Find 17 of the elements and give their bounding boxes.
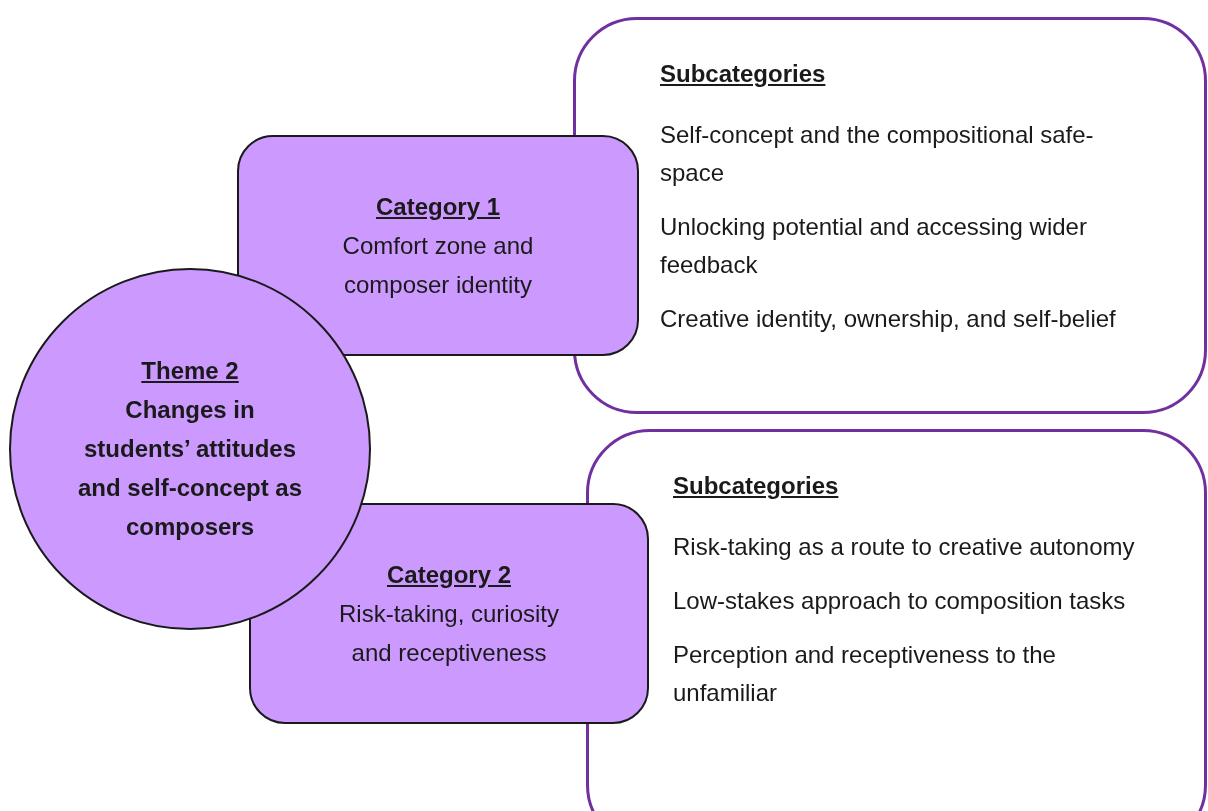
heading: Category 1 (375, 191, 500, 222)
heading: Subcategories (673, 471, 839, 501)
subcategory-box (573, 17, 1207, 414)
subcategory-box (586, 429, 1207, 811)
subcategory-text: Self-concept and the compositional safe-space (660, 120, 1095, 188)
subcategory-text: Low-stakes approach to composition tasks (673, 586, 1127, 616)
heading: Category 2 (386, 559, 511, 590)
subcategory-text: Unlocking potential and accessing wider feedback (660, 212, 1088, 280)
category-text: Risk-taking, curiosity and receptiveness (337, 598, 561, 668)
heading: Subcategories (660, 59, 826, 89)
subcategory-text: Perception and receptiveness to the unfamiliar (673, 640, 1057, 708)
heading: Theme 2 (141, 356, 239, 386)
subcategory-text: Creative identity, ownership, and self-belief (660, 304, 1117, 334)
category-box (237, 135, 639, 356)
theme-text: Changes in students’ attitudes and self-concept as composers (76, 395, 304, 542)
subcategory-text: Risk-taking as a route to creative autonomy (673, 532, 1136, 562)
category-text: Comfort zone and composer identity (341, 230, 535, 300)
